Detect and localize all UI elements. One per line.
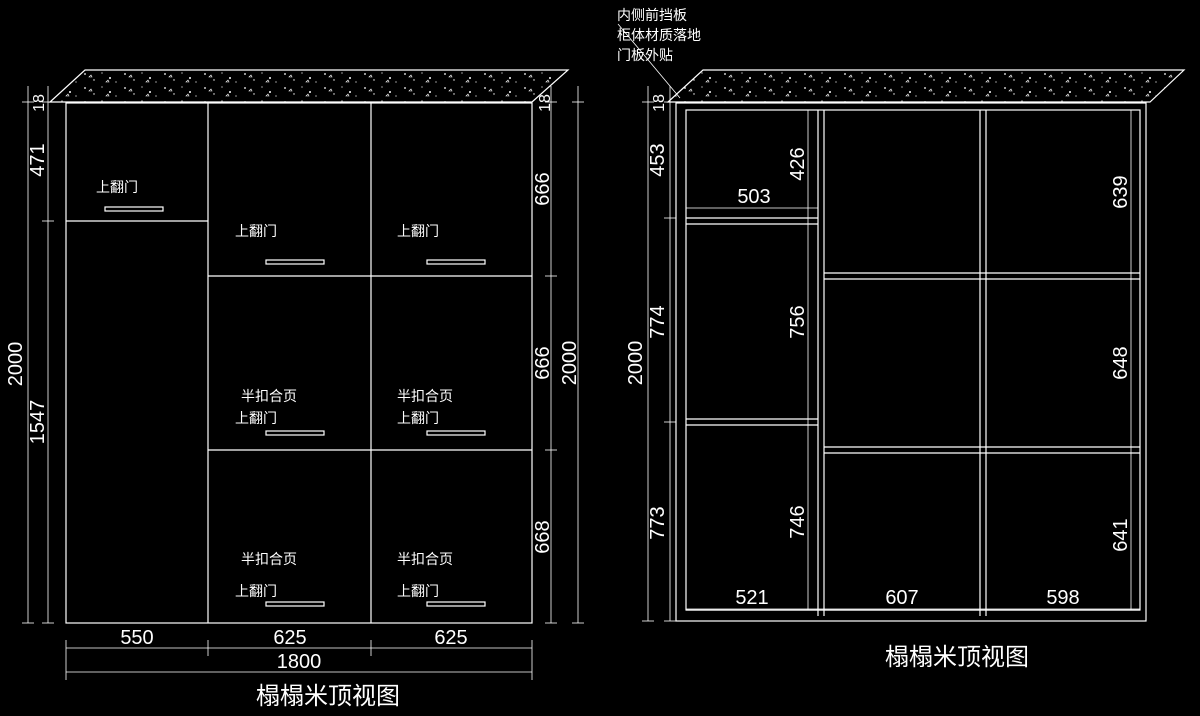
dim-right-row3: 641	[1110, 518, 1132, 551]
dim-col1-width: 521	[735, 587, 768, 609]
dim-total-width: 1800	[277, 651, 322, 673]
dim-left-outer-bot: 773	[647, 506, 669, 539]
handle	[265, 430, 325, 436]
handle	[265, 259, 325, 265]
right-elevation	[666, 69, 1186, 622]
label-flip-door: 上翻门	[96, 180, 138, 196]
label-flip-door: 上翻门	[235, 584, 277, 600]
left-view-title: 榻榻米顶视图	[256, 682, 400, 710]
handle	[104, 206, 164, 212]
handle	[426, 430, 486, 436]
dim-left-lower-panel: 1547	[27, 400, 49, 445]
right-top-slab	[666, 69, 1186, 103]
label-flip-door: 上翻门	[235, 411, 277, 427]
label-flip-door: 上翻门	[397, 411, 439, 427]
dim-col1-width: 550	[120, 627, 153, 649]
leader-line	[617, 23, 681, 99]
dim-left-inner-top: 426	[787, 147, 809, 180]
dim-top-thickness: 18	[31, 94, 48, 112]
label-flip-door: 上翻门	[235, 224, 277, 240]
right-dimension-lines	[642, 86, 1140, 622]
label-half-hinge: 半扣合页	[241, 552, 297, 568]
handle	[426, 601, 486, 607]
dim-top-thickness: 18	[537, 94, 554, 112]
label-flip-door: 上翻门	[397, 584, 439, 600]
right-dimension-text: 18 2000 453 774 773 426 756 746 503 639 …	[625, 94, 1132, 609]
dim-col2-width: 625	[273, 627, 306, 649]
handle	[426, 259, 486, 265]
dim-right-row2: 648	[1110, 346, 1132, 379]
dim-total-height: 2000	[559, 341, 581, 386]
label-half-hinge: 半扣合页	[397, 389, 453, 405]
left-top-slab	[48, 69, 570, 103]
label-half-hinge: 半扣合页	[241, 389, 297, 405]
dim-right-row3: 668	[532, 520, 554, 553]
dim-top-shelf-width: 503	[737, 186, 770, 208]
dim-left-outer-mid: 774	[647, 305, 669, 338]
right-view-title: 榻榻米顶视图	[885, 643, 1029, 671]
dim-right-row2: 666	[532, 346, 554, 379]
dim-left-top-panel: 471	[27, 143, 49, 176]
dim-total-height: 2000	[625, 341, 647, 386]
left-door-labels: 上翻门 上翻门 上翻门 半扣合页 上翻门 半扣合页 上翻门 半扣合页 上翻门 半…	[96, 180, 453, 600]
dim-col3-width: 625	[434, 627, 467, 649]
label-half-hinge: 半扣合页	[397, 552, 453, 568]
left-dimension-lines	[22, 86, 584, 680]
dim-right-row1: 666	[532, 172, 554, 205]
note-line: 内侧前挡板	[617, 7, 687, 24]
left-elevation	[48, 69, 570, 624]
dim-col3-width: 598	[1046, 587, 1079, 609]
left-cabinet-frame	[65, 102, 533, 624]
label-flip-door: 上翻门	[397, 224, 439, 240]
dim-left-inner-bot: 746	[787, 505, 809, 538]
dim-left-inner-mid: 756	[787, 305, 809, 338]
dim-left-outer-top: 453	[647, 143, 669, 176]
note-line: 门板外贴	[617, 48, 673, 64]
dim-total-height: 2000	[5, 342, 27, 387]
right-notes: 内侧前挡板 柜体材质落地 门板外贴	[617, 7, 701, 64]
handle	[265, 601, 325, 607]
dim-right-row1: 639	[1110, 175, 1132, 208]
dim-col2-width: 607	[885, 587, 918, 609]
note-line: 柜体材质落地	[617, 28, 701, 44]
dim-top-thickness: 18	[651, 94, 668, 112]
left-dimension-text: 18 2000 471 1547 18 666 666 668 2000 550…	[5, 94, 581, 673]
